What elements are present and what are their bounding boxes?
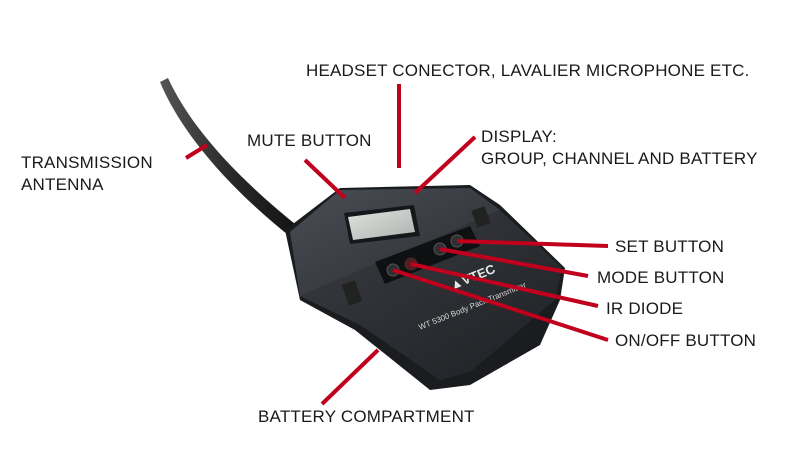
- label-battery-compartment: BATTERY COMPARTMENT: [258, 407, 475, 426]
- label-transmission-line2: ANTENNA: [21, 175, 104, 194]
- leader-onoff: [392, 268, 609, 342]
- label-display-line1: DISPLAY:: [481, 127, 557, 146]
- antenna: [160, 78, 300, 238]
- label-ir-diode: IR DIODE: [606, 299, 684, 318]
- side-clip: [341, 280, 363, 306]
- label-onoff-button: ON/OFF BUTTON: [615, 331, 757, 350]
- label-mute-button: MUTE BUTTON: [247, 131, 372, 150]
- device-front-face: [300, 210, 562, 380]
- leader-antenna: [184, 143, 209, 160]
- leader-mute: [303, 158, 347, 200]
- leader-set: [456, 239, 609, 248]
- label-headset-connector: HEADSET CONECTOR, LAVALIER MICROPHONE ET…: [306, 61, 750, 80]
- leader-lines: [184, 84, 609, 406]
- label-mode-button: MODE BUTTON: [597, 268, 725, 287]
- display-screen: [348, 209, 415, 240]
- side-clip: [471, 206, 491, 228]
- leader-display: [413, 135, 477, 195]
- label-set-button: SET BUTTON: [615, 237, 725, 256]
- device-top-face: [290, 188, 500, 296]
- label-transmission-line1: TRANSMISSION: [21, 153, 153, 172]
- leader-mode: [439, 247, 589, 278]
- label-display-line2: GROUP, CHANNEL AND BATTERY: [481, 149, 758, 168]
- leader-battery: [320, 348, 380, 406]
- leader-ir: [410, 262, 599, 308]
